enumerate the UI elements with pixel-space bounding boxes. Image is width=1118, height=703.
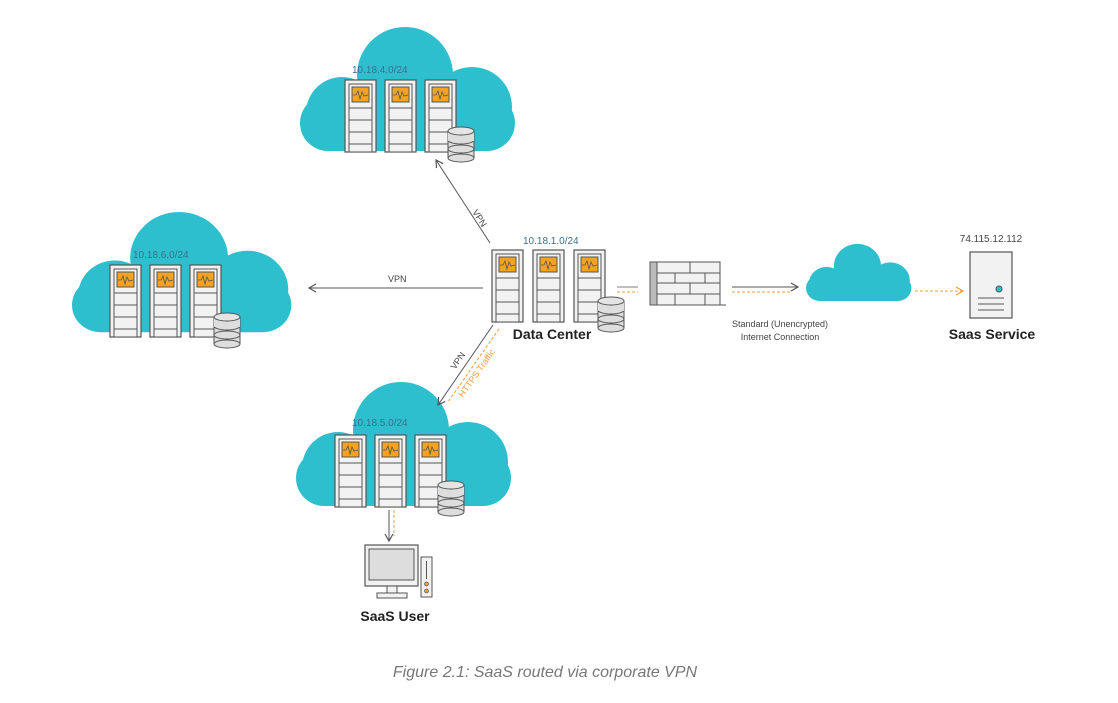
cloud-internet <box>806 243 912 301</box>
firewall-icon <box>649 261 726 306</box>
vpn-link-top <box>435 158 491 244</box>
internet-label-line2: Internet Connection <box>741 332 820 342</box>
server-rack-icon <box>384 79 417 153</box>
data-center-label: Data Center <box>513 326 592 342</box>
saas-user-label: SaaS User <box>360 608 430 624</box>
figure-caption: Figure 2.1: SaaS routed via corporate VP… <box>393 664 698 681</box>
server-rack-icon <box>414 434 447 508</box>
database-icon <box>437 480 465 517</box>
saas-service-ip: 74.115.12.112 <box>960 234 1023 245</box>
internet-label-line1: Standard (Unencrypted) <box>732 319 828 329</box>
vpn-link-bottom <box>437 324 494 406</box>
database-icon <box>597 296 625 333</box>
database-icon <box>213 312 241 349</box>
vpn-label-top: VPN <box>470 208 488 229</box>
cloud-left-subnet <box>72 211 292 333</box>
server-rack-icon <box>532 249 565 323</box>
server-rack-icon <box>149 264 182 338</box>
subnet-label-bottom: 10.18.5.0/24 <box>352 418 408 429</box>
subnet-label-datacenter: 10.18.1.0/24 <box>523 236 579 247</box>
saas-server-icon <box>969 251 1013 319</box>
vpn-label-bottom: VPN <box>448 350 467 371</box>
desktop-computer-icon <box>364 544 433 599</box>
server-rack-icon <box>344 79 377 153</box>
subnet-label-top: 10.18.4.0/24 <box>352 65 408 76</box>
server-rack-icon <box>573 249 606 323</box>
subnet-label-left: 10.18.6.0/24 <box>133 250 189 261</box>
database-icon <box>447 126 475 163</box>
vpn-label-left: VPN <box>388 274 407 284</box>
server-rack-icon <box>374 434 407 508</box>
server-rack-icon <box>109 264 142 338</box>
saas-service-label: Saas Service <box>949 326 1036 342</box>
server-rack-icon <box>491 249 524 323</box>
server-rack-icon <box>334 434 367 508</box>
